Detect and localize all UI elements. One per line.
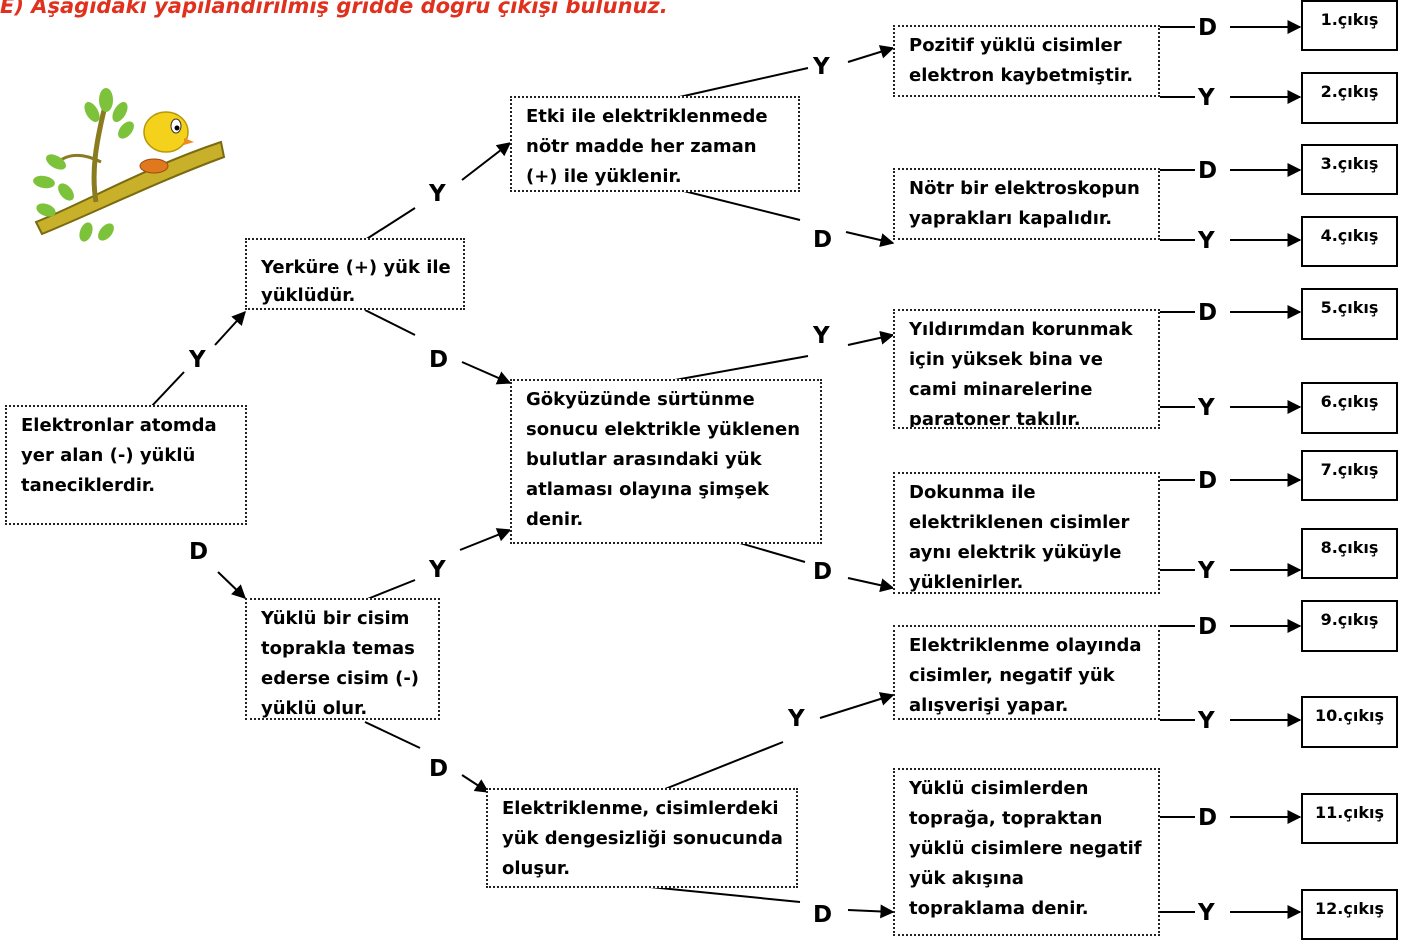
- branch-label-d: D: [188, 539, 210, 565]
- output-box-11: 11.çıkış: [1301, 793, 1398, 844]
- output-box-5: 5.çıkış: [1301, 288, 1398, 340]
- statement-elektriklenme-dengesizlik: Elektriklenme, cisimlerdeki yük dengesiz…: [486, 788, 798, 888]
- statement-pozitif: Pozitif yüklü cisimler elektron kaybetmi…: [893, 25, 1160, 97]
- statement-etki: Etki ile elektriklenmede nötr madde her …: [510, 96, 800, 192]
- statement-dokunma: Dokunma ile elektriklenen cisimler aynı …: [893, 472, 1160, 594]
- branch-label-y: Y: [1197, 85, 1216, 111]
- branch-label-y: Y: [1197, 900, 1216, 926]
- output-box-10: 10.çıkış: [1301, 696, 1398, 748]
- branch-label-y: Y: [787, 706, 806, 732]
- branch-label-d: D: [812, 227, 834, 253]
- branch-label-y: Y: [428, 557, 447, 583]
- branch-label-y: Y: [428, 181, 447, 207]
- branch-label-y: Y: [1197, 228, 1216, 254]
- branch-label-d: D: [1197, 15, 1219, 41]
- output-box-8: 8.çıkış: [1301, 528, 1398, 579]
- statement-elektroskop: Nötr bir elektroskopun yaprakları kapalı…: [893, 168, 1160, 240]
- branch-label-d: D: [1197, 158, 1219, 184]
- statement-paratoner: Yıldırımdan korunmak için yüksek bina ve…: [893, 309, 1160, 429]
- branch-label-d: D: [428, 756, 450, 782]
- branch-label-d: D: [812, 902, 834, 928]
- branch-label-d: D: [1197, 614, 1219, 640]
- branch-label-y: Y: [1197, 558, 1216, 584]
- branch-label-d: D: [1197, 300, 1219, 326]
- statement-alisveris: Elektriklenme olayında cisimler, negatif…: [893, 625, 1160, 720]
- output-box-9: 9.çıkış: [1301, 600, 1398, 652]
- branch-label-d: D: [1197, 468, 1219, 494]
- bird-on-branch-illustration: [33, 88, 226, 242]
- question-title: E) Aşağıdaki yapılandırılmış gridde doğr…: [0, 0, 668, 18]
- branch-label-y: Y: [1197, 395, 1216, 421]
- branch-label-d: D: [1197, 805, 1219, 831]
- statement-gokyuzu: Gökyüzünde sürtünme sonucu elektrikle yü…: [510, 379, 822, 544]
- statement-topraklama: Yüklü cisimlerden toprağa, topraktan yük…: [893, 768, 1160, 936]
- statement-root: Elektronlar atomda yer alan (-) yüklü ta…: [5, 405, 247, 525]
- output-box-2: 2.çıkış: [1301, 72, 1398, 124]
- output-box-4: 4.çıkış: [1301, 216, 1398, 267]
- branch-label-y: Y: [1197, 708, 1216, 734]
- output-box-6: 6.çıkış: [1301, 382, 1398, 434]
- statement-yerkure: Yerküre (+) yük ile yüklüdür.: [245, 238, 465, 310]
- branch-label-y: Y: [812, 54, 831, 80]
- branch-label-d: D: [428, 347, 450, 373]
- branch-label-y: Y: [812, 323, 831, 349]
- output-box-7: 7.çıkış: [1301, 450, 1398, 501]
- statement-yuklu-cisim: Yüklü bir cisim toprakla temas ederse ci…: [245, 598, 440, 720]
- branch-label-d: D: [812, 559, 834, 585]
- output-box-3: 3.çıkış: [1301, 144, 1398, 195]
- output-box-1: 1.çıkış: [1301, 0, 1398, 51]
- output-box-12: 12.çıkış: [1301, 889, 1398, 940]
- branch-label-y: Y: [188, 347, 207, 373]
